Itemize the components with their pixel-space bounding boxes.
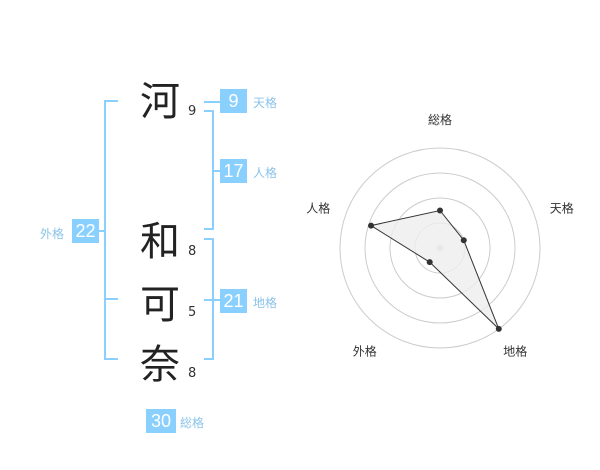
chikaku-label: 地格	[253, 296, 278, 310]
stroke-count-1: 9	[188, 104, 197, 119]
name-char-4: 奈	[140, 342, 180, 388]
name-char-1: 河	[140, 79, 180, 125]
radar-point-3	[495, 325, 502, 332]
chikaku-bracket-top	[204, 238, 214, 240]
chikaku-bracket-bottom	[204, 358, 214, 360]
radar-point-4	[426, 259, 433, 266]
gaikaku-bracket-top	[104, 100, 118, 102]
radar-point-2	[460, 237, 467, 244]
tenkaku-connector	[204, 101, 220, 103]
jinkaku-bracket-bottom	[204, 228, 214, 230]
gaikaku-label: 外格	[40, 227, 65, 241]
name-char-2: 和	[140, 219, 180, 265]
soukaku-label: 総格	[180, 416, 205, 430]
gaikaku-connector	[96, 230, 106, 232]
chikaku-connector	[204, 299, 220, 301]
jinkaku-bracket-top	[204, 110, 214, 112]
radar-value-polygon	[369, 209, 500, 330]
radar-axis-label-5: 人格	[306, 200, 330, 215]
gaikaku-bracket-bottom	[104, 358, 118, 360]
radar-axis-label-4: 外格	[353, 344, 377, 359]
radar-axis-label-3: 地格	[503, 344, 527, 359]
radar-point-1	[437, 207, 443, 214]
stroke-count-3: 5	[188, 305, 197, 320]
gaikaku-value: 22	[72, 219, 99, 243]
tenkaku-label: 天格	[253, 96, 278, 110]
radar-grid-ring-4	[339, 147, 541, 349]
jinkaku-label: 人格	[253, 166, 278, 180]
radar-point-5	[368, 222, 375, 229]
jinkaku-connector	[212, 170, 220, 172]
radar-axis-label-2: 天格	[550, 200, 574, 215]
gaikaku-bracket-mid	[104, 298, 118, 300]
chikaku-value: 21	[220, 289, 247, 313]
stroke-count-4: 8	[188, 366, 197, 381]
radar-grid-ring-3	[364, 172, 516, 324]
radar-grid-ring-2	[389, 197, 491, 299]
radar-axis-label-1: 総格	[428, 112, 452, 127]
stroke-count-2: 8	[188, 244, 197, 259]
tenkaku-value: 9	[220, 89, 247, 113]
soukaku-value: 30	[146, 409, 176, 433]
name-char-3: 可	[140, 282, 180, 328]
jinkaku-value: 17	[220, 159, 247, 183]
